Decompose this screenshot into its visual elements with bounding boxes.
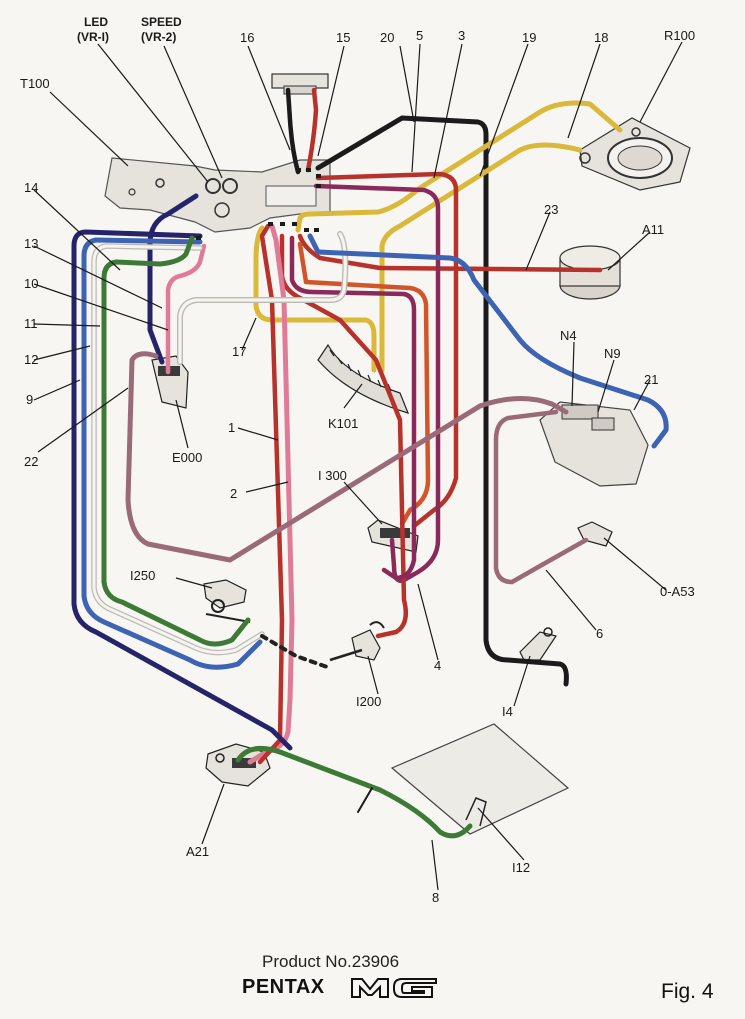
component-a21	[205, 743, 271, 787]
label-a11: A11	[642, 222, 664, 237]
wire-21-blue	[307, 233, 669, 449]
label-14: 14	[24, 180, 38, 195]
wire-17-yellow	[253, 225, 377, 373]
component-i12-plate	[390, 723, 570, 835]
label-i300: I 300	[318, 468, 347, 483]
wire-13-green	[101, 235, 251, 647]
wire-3-red	[315, 171, 459, 529]
label-k101: K101	[328, 416, 358, 431]
brand-name: PENTAX	[242, 976, 325, 998]
component-n4-n9	[539, 401, 649, 487]
label-12: 12	[24, 352, 38, 367]
flex-board-t100	[104, 157, 331, 233]
wire-19-yellow	[295, 100, 623, 233]
wire-15-red	[305, 87, 319, 173]
wire-16-black	[285, 87, 301, 175]
label-vr2: (VR-2)	[141, 30, 176, 44]
wire-8-green	[235, 745, 473, 839]
label-13: 13	[24, 236, 38, 251]
component-i250	[203, 579, 251, 623]
label-17: 17	[232, 344, 246, 359]
wire-23-red	[297, 233, 603, 273]
component-i4	[519, 627, 557, 661]
wire-11-white	[92, 244, 264, 655]
label-n9: N9	[604, 346, 621, 361]
label-o-a53: 0-A53	[660, 584, 695, 599]
label-6: 6	[596, 626, 603, 641]
label-e000: E000	[172, 450, 202, 465]
label-10: 10	[24, 276, 38, 291]
wire-6-mauve	[493, 409, 589, 585]
wire-12-blue	[81, 237, 263, 670]
label-n4: N4	[560, 328, 577, 343]
wire-2-red	[257, 223, 285, 765]
label-9: 9	[26, 392, 33, 407]
wire-20-black	[315, 115, 569, 687]
label-r100: R100	[664, 28, 695, 43]
labels: LED (VR-I) SPEED (VR-2) T100 16 15 20 5 …	[20, 15, 695, 905]
component-i200	[329, 621, 385, 662]
wire-22-mauve	[125, 351, 569, 563]
label-4: 4	[434, 658, 441, 673]
label-1: 1	[228, 420, 235, 435]
wire-4-orange	[297, 241, 431, 527]
label-22: 22	[24, 454, 38, 469]
label-20: 20	[380, 30, 394, 45]
label-speed: SPEED	[141, 15, 182, 29]
label-i4: I4	[502, 704, 513, 719]
wire-8-tick	[357, 787, 373, 813]
label-a21: A21	[186, 844, 209, 859]
label-5: 5	[416, 28, 423, 43]
label-16: 16	[240, 30, 254, 45]
label-15: 15	[336, 30, 350, 45]
label-i200: I200	[356, 694, 381, 709]
component-r100	[579, 117, 691, 191]
label-2: 2	[230, 486, 237, 501]
figure-label: Fig. 4	[661, 980, 714, 1003]
label-3: 3	[458, 28, 465, 43]
label-t100: T100	[20, 76, 50, 91]
label-21: 21	[644, 372, 658, 387]
label-11: 11	[24, 316, 38, 331]
component-i300	[367, 519, 419, 553]
board-terminals	[196, 168, 321, 240]
wire-pink-e000	[165, 243, 207, 375]
wire-red-i200	[279, 233, 408, 639]
top-connector	[271, 73, 329, 95]
wire-18-yellow	[379, 142, 583, 373]
label-vr1: (VR-I)	[77, 30, 109, 44]
label-23: 23	[544, 202, 558, 217]
wire-14-navy	[147, 193, 199, 365]
wire-purple-lower	[289, 235, 417, 581]
label-i250: I250	[130, 568, 155, 583]
label-led: LED	[84, 15, 108, 29]
mg-logo	[351, 978, 437, 998]
label-19: 19	[522, 30, 536, 45]
leader-lines	[33, 41, 683, 891]
label-i12: I12	[512, 860, 530, 875]
component-a11	[559, 245, 621, 300]
product-number: Product No.23906	[262, 952, 400, 971]
label-8: 8	[432, 890, 439, 905]
label-18: 18	[594, 30, 608, 45]
component-k101	[317, 343, 410, 414]
wire-dashed-i250	[260, 634, 332, 670]
